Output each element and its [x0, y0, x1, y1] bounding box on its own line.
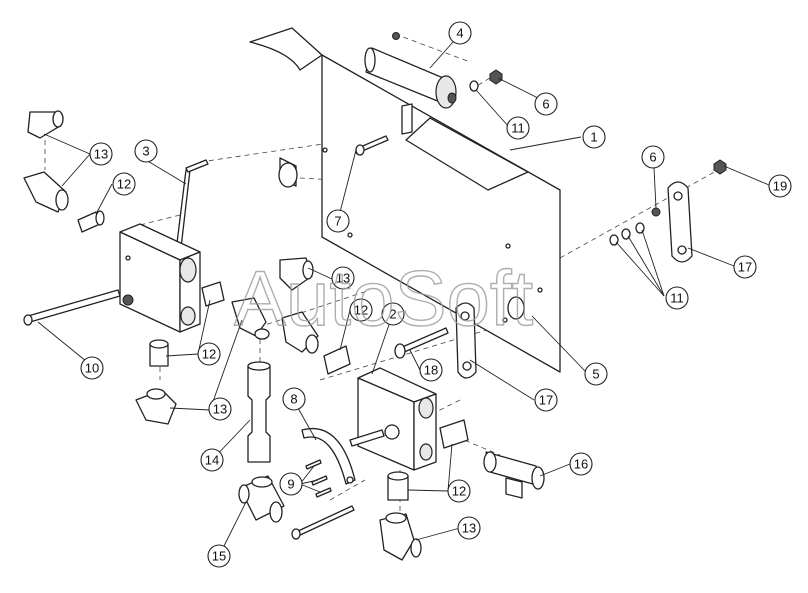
left-valve-block	[119, 223, 201, 333]
nut-and-washers-right	[609, 159, 727, 246]
elbow-fitting-center	[231, 257, 319, 354]
mounting-plate	[249, 27, 561, 373]
callout-2: 2	[381, 302, 405, 326]
callout-19: 19	[768, 174, 792, 198]
tee-fitting-15	[238, 475, 285, 523]
callout-19-label: 19	[773, 179, 787, 194]
link-bar-middle	[455, 302, 477, 379]
callout-13-bottom-label: 13	[462, 521, 476, 536]
callout-15-label: 15	[212, 549, 226, 564]
callout-8: 8	[282, 387, 306, 411]
callout-12-lower: 12	[447, 479, 471, 503]
long-bolt-left	[23, 289, 121, 326]
callout-13-lower-left: 13	[208, 397, 232, 421]
lever-plate	[301, 428, 356, 485]
bolt-18	[394, 327, 449, 359]
callout-7: 7	[326, 209, 350, 233]
elbow-fitting-top-left	[23, 110, 69, 213]
callout-17-middle-label: 17	[539, 393, 553, 408]
callout-18-label: 18	[424, 363, 438, 378]
callout-17-right-label: 17	[738, 260, 752, 275]
adapter-fittings	[77, 210, 469, 501]
pins	[305, 459, 332, 498]
callout-13-bottom: 13	[457, 516, 481, 540]
callout-12-center-label: 12	[354, 303, 368, 318]
link-bar-right	[667, 181, 693, 263]
callout-5-label: 5	[592, 367, 599, 382]
callout-11-right: 11	[665, 286, 689, 310]
callout-7-label: 7	[334, 214, 341, 229]
callout-10: 10	[80, 356, 104, 380]
callout-5: 5	[584, 362, 608, 386]
callout-6-right-label: 6	[649, 150, 656, 165]
elbow-fitting-lower-left	[135, 388, 177, 425]
callout-11-top-label: 11	[511, 121, 525, 136]
plate-bolt	[355, 135, 389, 156]
callout-13-lower-left-label: 13	[213, 402, 227, 417]
spacer	[278, 157, 525, 320]
callout-1-label: 1	[590, 130, 597, 145]
nut-and-washer-top	[469, 69, 503, 92]
callout-4: 4	[448, 21, 472, 45]
callout-11-right-label: 11	[670, 291, 684, 306]
elbow-fitting-bottom	[379, 512, 422, 561]
callout-15: 15	[207, 544, 231, 568]
callout-14: 14	[200, 448, 224, 472]
callout-16-label: 16	[574, 457, 588, 472]
callout-8-label: 8	[290, 392, 297, 407]
callout-17-middle: 17	[534, 388, 558, 412]
callout-9-label: 9	[287, 477, 294, 492]
callout-12-top-left: 12	[112, 172, 136, 196]
callout-12-top-left-label: 12	[117, 177, 131, 192]
callout-10-label: 10	[85, 361, 99, 376]
callout-9: 9	[279, 472, 303, 496]
callout-6-top-label: 6	[542, 97, 549, 112]
callout-6-right: 6	[641, 145, 665, 169]
callout-17-right: 17	[733, 255, 757, 279]
callout-12-center: 12	[349, 298, 373, 322]
callout-12-lower-label: 12	[452, 484, 466, 499]
callout-13-top-left-label: 13	[94, 147, 108, 162]
autosoft-watermark: AutoSoft	[234, 254, 534, 342]
actuator-cylinder	[364, 32, 457, 135]
callout-6-top: 6	[534, 92, 558, 116]
callout-3-label: 3	[142, 144, 149, 159]
callout-12-center-left: 12	[197, 342, 221, 366]
callout-14-label: 14	[205, 453, 219, 468]
callout-13-center: 13	[331, 266, 355, 290]
callout-3: 3	[134, 139, 158, 163]
callout-12-center-left-label: 12	[202, 347, 216, 362]
callout-13-top-left: 13	[89, 142, 113, 166]
callout-11-top: 11	[506, 116, 530, 140]
long-bolt-lower	[291, 505, 355, 540]
callout-1: 1	[582, 125, 606, 149]
callout-2-label: 2	[389, 307, 396, 322]
right-valve-block	[349, 367, 437, 471]
tee-fitting-16	[483, 451, 545, 499]
callout-13-center-label: 13	[336, 271, 350, 286]
callout-4-label: 4	[456, 26, 463, 41]
hose-assembly	[247, 361, 271, 463]
callout-18: 18	[419, 358, 443, 382]
callout-16: 16	[569, 452, 593, 476]
